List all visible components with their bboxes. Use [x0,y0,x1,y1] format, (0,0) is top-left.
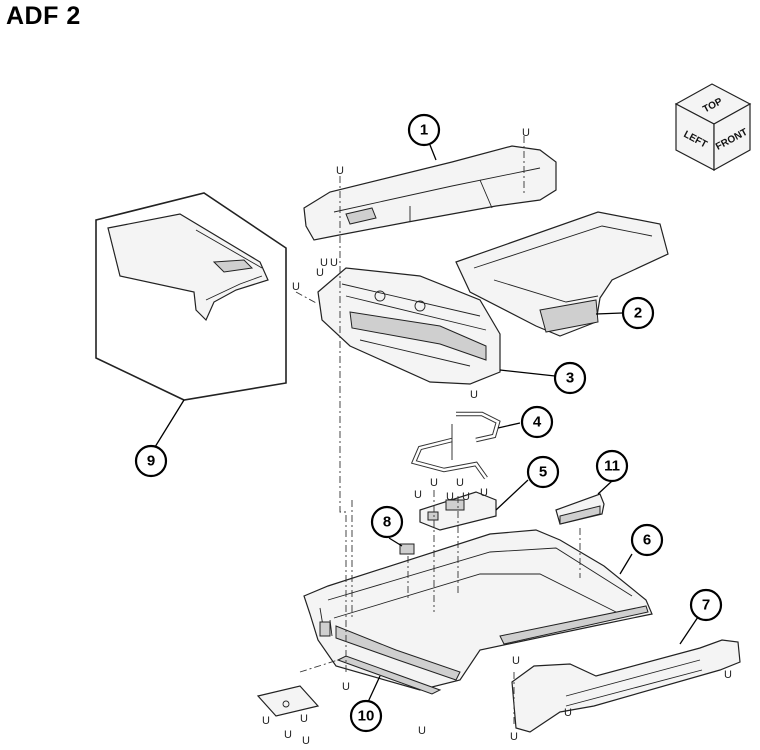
callout-label: 10 [358,708,375,725]
callout-7: 7 [689,588,723,622]
page-title: ADF 2 [6,2,81,30]
callout-5: 5 [526,455,560,489]
callout-label: 3 [566,370,574,387]
callout-label: 7 [702,597,710,614]
orientation-cube: TOP LEFT FRONT [674,83,752,172]
callout-4: 4 [520,405,554,439]
callout-label: 9 [147,453,155,470]
callout-label: 4 [533,414,542,431]
callout-11: 11 [595,449,629,483]
screw-mark: U [302,735,310,747]
callout-label: 2 [634,305,642,322]
screw-mark: U [510,731,518,743]
screw-mark: U [564,707,572,719]
part-3-adf-mechanism [317,267,501,385]
screw-mark: U [320,257,328,269]
screw-mark: U [292,281,300,293]
part-6-base-tray [303,529,653,691]
alignment-lines [295,136,581,726]
screw-mark: U [724,669,732,681]
screw-mark: U [456,477,464,489]
callout-label: 5 [539,464,547,481]
callout-3: 3 [553,361,587,395]
screw-mark: U [284,729,292,741]
callout-label: 11 [604,458,620,475]
callout-9: 9 [134,444,168,478]
part-7-front-panel [511,639,741,733]
screw-mark: U [470,389,478,401]
screw-mark: U [446,491,454,503]
callout-1: 1 [407,113,441,147]
screw-mark: U [462,491,470,503]
leader-lines [154,144,699,703]
part-10-rail [336,655,442,695]
callout-label: 6 [643,532,651,549]
screw-mark: U [330,257,338,269]
screw-mark: U [430,477,438,489]
callout-2: 2 [621,296,655,330]
screw-mark: U [414,489,422,501]
callout-8: 8 [370,505,404,539]
part-4-cable [410,411,501,480]
lower-left-bracket [256,685,320,717]
callout-label: 8 [383,514,391,531]
callout-10: 10 [349,699,383,733]
screw-mark: U [262,715,270,727]
screw-mark: U [480,487,488,499]
callout-label: 1 [420,122,428,139]
part-11-cover [555,493,605,525]
screw-mark: U [512,655,520,667]
screw-mark: U [342,681,350,693]
part-2-input-tray [455,211,669,337]
part-1-top-cover [303,145,557,241]
screw-mark: U [300,713,308,725]
part-8-bracket [399,543,415,555]
screw-mark: U [418,725,426,737]
screw-marks: U U U U U U U U U U U U U U U U U U U U … [262,127,732,747]
screw-mark: U [336,165,344,177]
screw-mark: U [316,267,324,279]
screw-mark: U [522,127,530,139]
part-9-inset [95,192,287,401]
callout-6: 6 [630,523,664,557]
